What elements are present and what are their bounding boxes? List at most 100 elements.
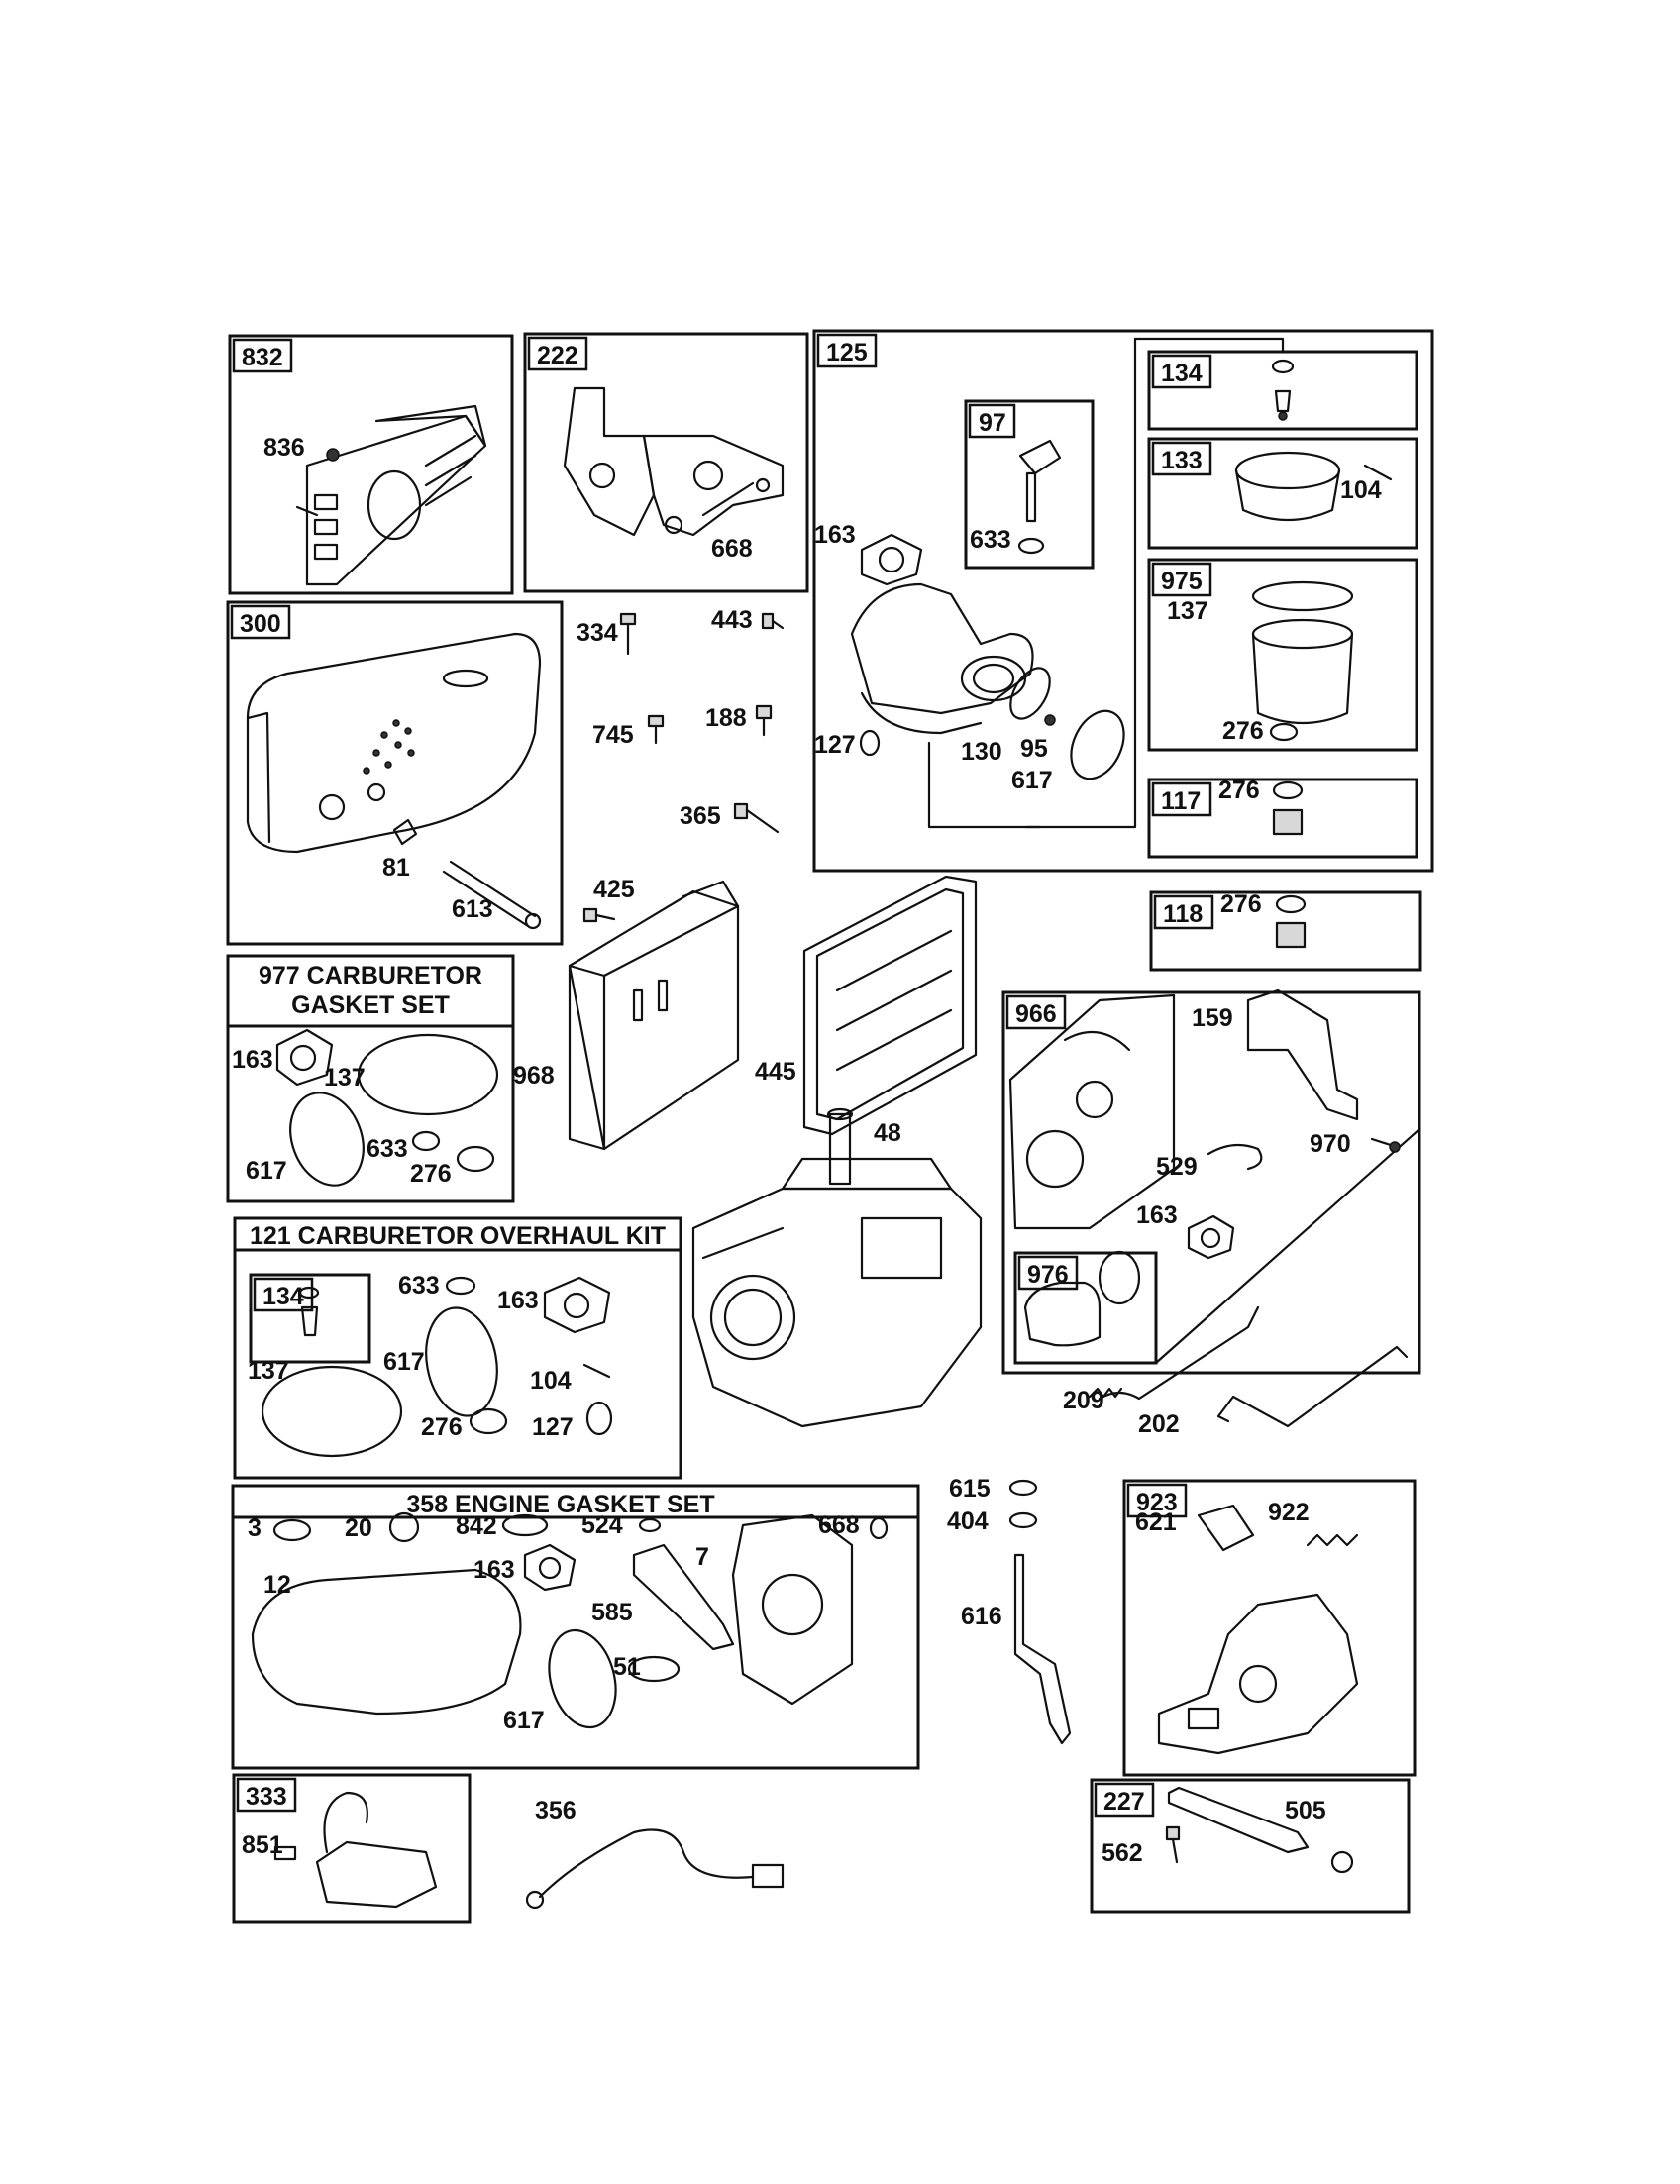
callout-label: 633: [970, 526, 1011, 554]
callout-label: 20: [345, 1514, 372, 1542]
callout-label: 922: [1268, 1499, 1310, 1526]
title-358: 358 ENGINE GASKET SET: [406, 1491, 714, 1518]
callout-label: 104: [1340, 476, 1382, 504]
callout-label: 163: [1136, 1201, 1178, 1229]
box-358: [231, 1484, 920, 1770]
air-cleaner-base-part: [568, 880, 740, 1151]
callout-label: 617: [383, 1348, 425, 1376]
tag-134a: 134: [1161, 360, 1203, 387]
callout-label: 617: [503, 1707, 545, 1734]
tag-832: 832: [242, 344, 283, 371]
tag-125: 125: [826, 339, 868, 366]
callout-label: 668: [818, 1511, 860, 1539]
tag-227: 227: [1103, 1788, 1145, 1816]
callout-label: 12: [263, 1571, 291, 1599]
callout-label: 585: [591, 1599, 633, 1626]
overhaul-kit-121-parts: [261, 1276, 613, 1458]
callout-label: 137: [324, 1064, 366, 1092]
callout-label: 617: [1011, 767, 1053, 794]
callout-label: 505: [1285, 1797, 1326, 1824]
callout-label: 613: [452, 895, 493, 923]
callout-label: 668: [711, 535, 753, 563]
needle-part: [1271, 359, 1295, 421]
governor-parts: [1008, 1479, 1072, 1745]
callout-label: 127: [532, 1413, 574, 1441]
connector-line: [1038, 337, 1137, 829]
governor-control-part: [1157, 1504, 1359, 1755]
box-121: [233, 1216, 682, 1480]
callout-label: 851: [242, 1831, 283, 1859]
box-118: [1149, 890, 1422, 972]
callout-label: 425: [593, 876, 635, 903]
callout-label: 617: [246, 1157, 287, 1185]
shaft-part: [1017, 439, 1062, 555]
carburetor-part: [850, 533, 1125, 780]
tag-222: 222: [537, 342, 578, 369]
tag-333: 333: [246, 1783, 287, 1811]
callout-label: 137: [1167, 597, 1208, 625]
engine-cover-part: [1008, 988, 1401, 1260]
title-977-line2: GASKET SET: [291, 991, 450, 1019]
callout-label: 48: [874, 1119, 901, 1147]
callout-label: 127: [814, 731, 856, 759]
callout-label: 616: [961, 1603, 1002, 1630]
muffler-guard-part: [295, 404, 487, 586]
callout-label: 159: [1192, 1004, 1233, 1032]
callout-label: 970: [1310, 1130, 1351, 1158]
callout-label: 562: [1102, 1839, 1143, 1867]
callout-label: 209: [1063, 1387, 1104, 1414]
box-300: [226, 600, 564, 946]
callout-label: 365: [680, 802, 721, 830]
throttle-lever-part: [1165, 1786, 1354, 1874]
callout-label: 524: [581, 1511, 623, 1539]
callout-label: 130: [961, 738, 1002, 766]
box-976: [1013, 1251, 1158, 1365]
callout-label: 615: [949, 1475, 991, 1503]
ground-wire-part: [525, 1828, 785, 1910]
tag-97: 97: [979, 409, 1006, 437]
callout-label: 95: [1020, 735, 1048, 763]
callout-label: 404: [947, 1508, 989, 1535]
tag-133: 133: [1161, 447, 1203, 474]
box-133: [1147, 437, 1418, 550]
box-333: [232, 1773, 472, 1924]
box-222: [523, 332, 809, 593]
box-97: [964, 399, 1095, 570]
callout-label: 276: [1222, 717, 1264, 745]
callout-label: 529: [1156, 1153, 1198, 1181]
callout-label: 443: [711, 606, 753, 634]
part-drawings: [246, 359, 1409, 1910]
box-tags: 832 222 125 97 134 133 975 117 118 300 9…: [230, 333, 1214, 1818]
tag-134b: 134: [262, 1283, 304, 1310]
float-part: [1234, 451, 1393, 522]
tag-975: 975: [1161, 568, 1203, 595]
box-832: [228, 334, 514, 595]
callout-label: 163: [232, 1046, 273, 1074]
callout-label: 276: [1218, 777, 1260, 804]
callout-label: 7: [695, 1543, 709, 1571]
callout-label: 633: [398, 1272, 440, 1300]
muffler-part: [246, 632, 542, 930]
box-977: [226, 954, 515, 1203]
frames: [226, 329, 1434, 1924]
callout-label: 842: [456, 1512, 497, 1540]
callout-label: 356: [535, 1797, 577, 1824]
callout-label: 104: [530, 1367, 572, 1395]
callout-label: 202: [1138, 1410, 1180, 1438]
callout-label: 51: [613, 1653, 641, 1681]
bolt-parts: [582, 612, 785, 923]
engine-gasket-358-parts: [251, 1511, 889, 1729]
box-125: [812, 329, 1434, 873]
callout-label: 276: [421, 1413, 463, 1441]
ignition-coil-part: [273, 1791, 438, 1909]
box-923: [1122, 1479, 1417, 1777]
callout-label: 163: [497, 1287, 539, 1314]
callout-label: 334: [577, 619, 618, 647]
cylinder-part: [1023, 1250, 1141, 1347]
callout-label: 745: [592, 721, 634, 749]
callout-label: 445: [755, 1058, 796, 1086]
callout-label: 968: [513, 1062, 555, 1090]
callout-label: 276: [1220, 890, 1262, 918]
bracket-part: [563, 386, 785, 537]
callout-label: 3: [248, 1514, 262, 1542]
